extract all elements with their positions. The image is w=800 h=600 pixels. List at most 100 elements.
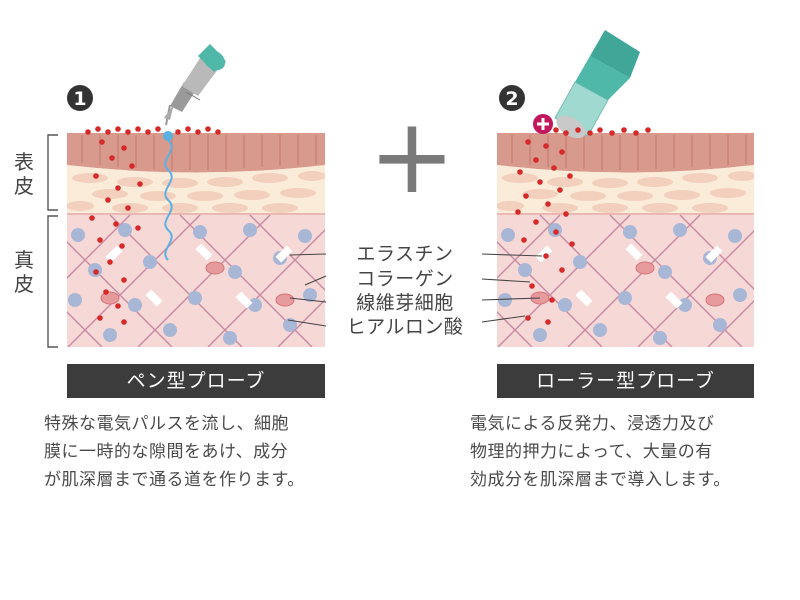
droplet	[121, 319, 127, 325]
pen-description-line-2: 膜に一時的な隙間をあけ、成分	[44, 442, 289, 462]
droplet	[529, 283, 535, 289]
term-elastin: エラスチン	[356, 243, 454, 265]
droplet	[105, 129, 111, 135]
droplet	[115, 185, 121, 191]
droplet	[103, 289, 109, 295]
droplet	[645, 127, 651, 133]
droplet	[559, 149, 565, 155]
droplet	[545, 319, 551, 325]
droplet	[155, 126, 161, 132]
droplet	[597, 127, 603, 133]
epidermis-label-char-2: 皮	[14, 174, 34, 198]
plus-sign: +	[368, 95, 455, 217]
droplet	[135, 225, 141, 231]
droplet	[633, 130, 639, 136]
pen-probe-description: 特殊な電気パルスを流し、細胞 膜に一時的な隙間をあけ、成分 が肌深層まで通る道を…	[44, 410, 305, 494]
droplet	[93, 269, 99, 275]
droplet	[205, 126, 211, 132]
droplet	[119, 243, 125, 249]
skin-panel-right	[497, 133, 754, 347]
droplet	[121, 145, 127, 151]
step-number-badge-1	[67, 85, 93, 111]
droplet	[137, 181, 143, 187]
droplet	[587, 130, 593, 136]
droplet	[115, 303, 121, 309]
pen-pulse-wave	[164, 139, 173, 261]
droplet	[569, 241, 575, 247]
droplet	[115, 126, 121, 132]
droplet	[567, 173, 573, 179]
droplet	[563, 211, 569, 217]
droplet	[533, 157, 539, 163]
droplet	[89, 215, 95, 221]
droplet	[135, 126, 141, 132]
droplet	[525, 315, 531, 321]
droplets-right	[515, 127, 651, 325]
droplet	[549, 297, 555, 303]
skin-panel-left	[67, 133, 325, 347]
pen-description-line-3: が肌深層まで通る道を作ります。	[44, 470, 305, 490]
roller-description-line-1: 電気による反発力、浸透力及び	[470, 414, 715, 434]
droplet	[93, 173, 99, 179]
droplet	[125, 205, 131, 211]
droplet	[517, 169, 523, 175]
droplet	[621, 127, 627, 133]
leader-lines	[287, 253, 543, 327]
droplet	[557, 187, 563, 193]
droplet	[107, 259, 113, 265]
droplet	[129, 163, 135, 169]
roller-probe-icon	[554, 30, 640, 139]
droplet	[533, 219, 539, 225]
term-hyaluronic-acid: ヒアルロン酸	[346, 316, 464, 338]
step-number-badge-2	[499, 85, 525, 111]
droplets-left	[85, 126, 221, 325]
dermis-label: 真 皮	[12, 248, 36, 296]
dermis-label-char-2: 皮	[14, 272, 34, 296]
droplet	[85, 129, 91, 135]
droplet	[113, 221, 119, 227]
droplet	[215, 129, 221, 135]
pen-probe-label: ペン型プローブ	[67, 364, 325, 398]
droplet	[559, 267, 565, 273]
droplet	[545, 201, 551, 207]
step-number-1: 1	[73, 88, 86, 110]
droplet	[553, 229, 559, 235]
droplet	[109, 155, 115, 161]
droplet	[185, 126, 191, 132]
droplet	[515, 209, 521, 215]
dermis-label-char-1: 真	[14, 248, 34, 272]
epidermis-label-char-1: 表	[14, 150, 34, 174]
droplet	[543, 253, 549, 259]
droplet	[97, 237, 103, 243]
droplet	[525, 139, 531, 145]
droplet	[145, 129, 151, 135]
droplet	[125, 129, 131, 135]
droplet	[99, 139, 105, 145]
droplet	[195, 129, 201, 135]
roller-description-line-2: 物理的押力によって、大量の有	[470, 442, 713, 462]
droplet	[563, 130, 569, 136]
droplet	[521, 237, 527, 243]
pen-description-line-1: 特殊な電気パルスを流し、細胞	[44, 414, 289, 434]
droplet	[175, 129, 181, 135]
term-fibroblast: 線維芽細胞	[356, 292, 454, 314]
droplet	[609, 130, 615, 136]
pen-tip-dot	[163, 131, 173, 141]
roller-description-line-3: 効成分を肌深層まで導入します。	[470, 470, 731, 490]
droplet	[105, 197, 111, 203]
droplet	[537, 179, 543, 185]
droplet	[121, 277, 127, 283]
epidermis-label: 表 皮	[12, 150, 36, 198]
roller-probe-label: ローラー型プローブ	[497, 364, 754, 398]
term-collagen: コラーゲン	[356, 268, 454, 290]
layer-brackets	[47, 134, 58, 348]
droplet	[575, 127, 581, 133]
droplet	[553, 127, 559, 133]
droplet	[95, 126, 101, 132]
droplet	[523, 193, 529, 199]
droplet	[551, 165, 557, 171]
pen-probe-icon	[164, 44, 226, 126]
droplet	[97, 315, 103, 321]
step-number-2: 2	[505, 88, 518, 110]
